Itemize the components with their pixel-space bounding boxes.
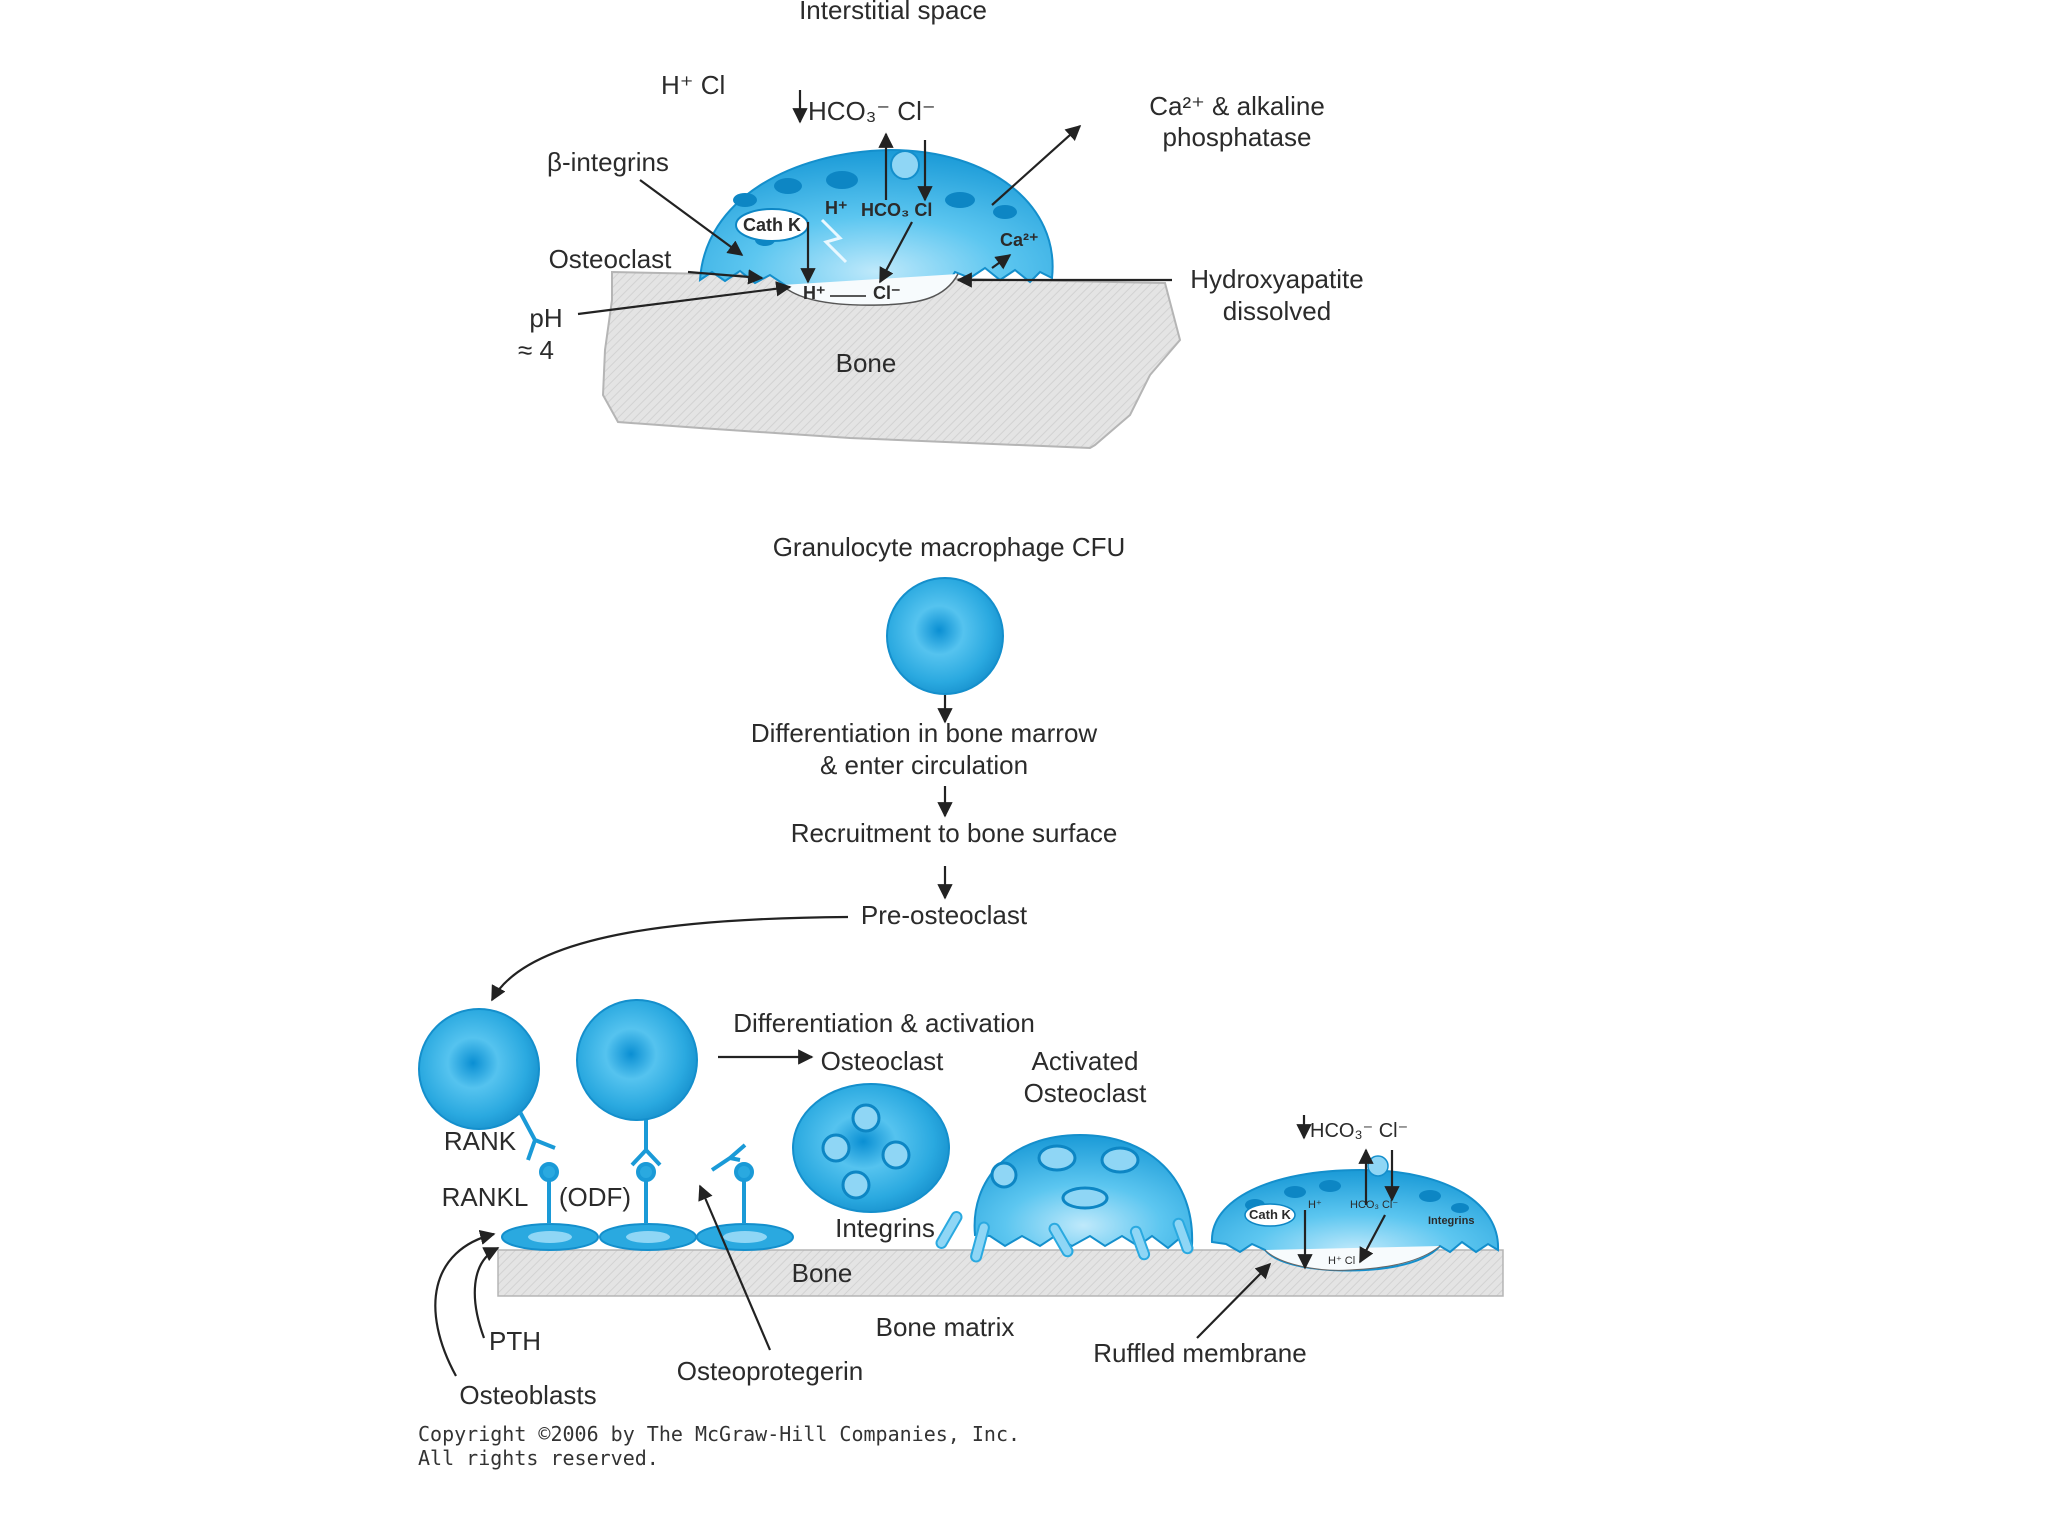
h-plus-cell-label: H⁺ xyxy=(825,198,848,218)
integrin-rods xyxy=(935,1211,1194,1263)
mini-h-cl-bottom-label: H⁺ Cl xyxy=(1328,1255,1355,1267)
rankl-receptors xyxy=(539,1162,754,1224)
mini-h-label: H⁺ xyxy=(1308,1199,1322,1211)
granulocyte-cell xyxy=(886,577,1004,695)
ca-alkaline-label-2: phosphatase xyxy=(1163,122,1312,152)
osteoblasts xyxy=(501,1223,794,1251)
granulocyte-label: Granulocyte macrophage CFU xyxy=(773,532,1126,562)
multinucleated-osteoclast xyxy=(792,1083,950,1213)
integrins-label: Integrins xyxy=(835,1213,935,1243)
osteoclast-bottom-label: Osteoclast xyxy=(821,1046,945,1076)
bone-strip-label: Bone xyxy=(792,1258,853,1288)
mini-hco3-cl-label: HCO₃⁻ Cl⁻ xyxy=(1310,1120,1408,1142)
beta-integrins-label: β-integrins xyxy=(547,147,669,177)
osteoclast-label: Osteoclast xyxy=(549,244,673,274)
differentiation-label-1: Differentiation in bone marrow xyxy=(751,718,1098,748)
top-arrows xyxy=(577,124,1172,316)
osteoclast-nuclei xyxy=(821,1103,911,1200)
mini-integrins-label: Integrins xyxy=(1428,1215,1474,1227)
activated-label-2: Osteoclast xyxy=(1024,1078,1148,1108)
osteoblasts-label: Osteoblasts xyxy=(459,1380,596,1410)
ph-label-2: ≈ 4 xyxy=(518,335,554,365)
h-plus-lacuna-label: H⁺ xyxy=(803,283,826,303)
lightning-icon xyxy=(820,218,848,264)
cl-lacuna-label: Cl⁻ xyxy=(873,283,901,303)
mini-cath-k-label: Cath K xyxy=(1249,1207,1292,1222)
ruffled-membrane-label: Ruffled membrane xyxy=(1093,1338,1306,1368)
differentiation-activation-label: Differentiation & activation xyxy=(733,1008,1035,1038)
hydroxyapatite-label-2: dissolved xyxy=(1223,296,1331,326)
pre-osteoclast-label: Pre-osteoclast xyxy=(861,900,1028,930)
mini-hco3-cl-cell-label: HCO₃ Cl⁻ xyxy=(1350,1199,1398,1211)
bottom-arrows xyxy=(434,1184,1272,1377)
bone-block xyxy=(601,270,1182,450)
odf-label: (ODF) xyxy=(559,1182,631,1212)
hco3-cl-top-label: HCO₃⁻ Cl⁻ xyxy=(808,96,936,126)
pre-osteoclast-cell-2 xyxy=(576,999,698,1121)
mini-transporter xyxy=(1367,1155,1389,1177)
mini-arrows xyxy=(1297,1148,1400,1270)
activated-label-1: Activated xyxy=(1032,1046,1139,1076)
recruitment-label: Recruitment to bone surface xyxy=(791,818,1118,848)
interstitial-space-label: Interstitial space xyxy=(799,0,987,25)
activated-nuclei xyxy=(990,1144,1140,1210)
copyright-line-1: Copyright ©2006 by The McGraw-Hill Compa… xyxy=(418,1422,1020,1446)
bone-matrix-label: Bone matrix xyxy=(876,1312,1015,1342)
hydroxyapatite-label-1: Hydroxyapatite xyxy=(1190,264,1363,294)
ca-alkaline-label-1: Ca²⁺ & alkaline xyxy=(1149,91,1325,121)
rank-label: RANK xyxy=(444,1126,517,1156)
top-panel: Interstitial space Bone Cath K H⁺ HCO₃ C… xyxy=(518,0,1364,450)
h-cl-top-label: H⁺ Cl xyxy=(661,70,725,100)
copyright-line-2: All rights reserved. xyxy=(418,1446,659,1470)
rankl-label: RANKL xyxy=(442,1182,529,1212)
ca2-cell-label: Ca²⁺ xyxy=(1000,230,1039,250)
ph-label-1: pH xyxy=(529,303,562,333)
differentiation-flow: Granulocyte macrophage CFU Differentiati… xyxy=(491,532,1126,1002)
pre-osteoclast-cell-1 xyxy=(418,1008,540,1130)
pth-label: PTH xyxy=(489,1326,541,1356)
mini-cath-k-vesicle xyxy=(1244,1203,1296,1227)
bottom-panel: Bone RANK RANKL (OD xyxy=(418,999,1504,1410)
osteoprotegerin-label: Osteoprotegerin xyxy=(677,1356,863,1386)
cath-k-label: Cath K xyxy=(743,215,801,235)
resorption-lacuna xyxy=(781,273,959,306)
rank-receptors xyxy=(518,1111,747,1172)
transporter-circle xyxy=(890,150,920,180)
differentiation-label-2: & enter circulation xyxy=(820,750,1028,780)
hco3-cl-cell-label: HCO₃ Cl xyxy=(861,200,932,220)
bone-label: Bone xyxy=(836,348,897,378)
